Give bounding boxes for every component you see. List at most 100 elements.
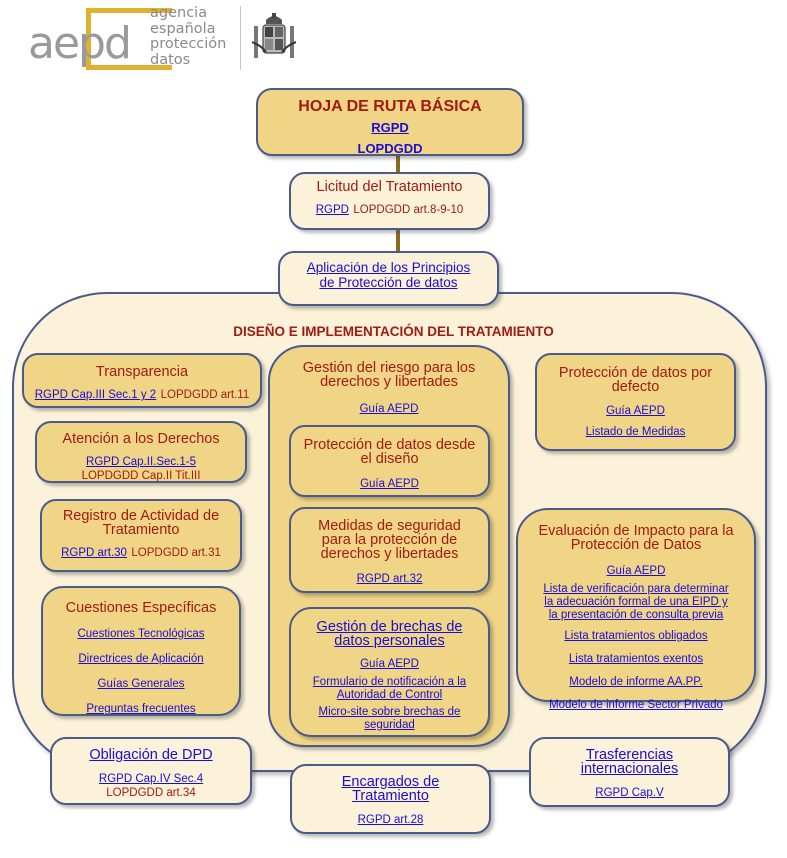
- licitud-rgpd-link[interactable]: RGPD: [315, 204, 349, 216]
- riesgo-title-line: derechos y libertades: [320, 374, 458, 390]
- brechas-title-link[interactable]: Gestión de brechas de datos personales: [291, 619, 488, 649]
- brechas-microsite-line[interactable]: Micro-site sobre brechas de: [318, 706, 461, 718]
- logo-line: protección: [150, 36, 227, 52]
- informe-aapp-link[interactable]: Modelo de informe AA.PP.: [569, 676, 703, 688]
- eipd-verificacion-line[interactable]: Lista de verificación para determinar: [543, 583, 729, 595]
- tratamientos-exentos-link[interactable]: Lista tratamientos exentos: [568, 653, 704, 665]
- diseno-title: Protección de datos desde el diseño: [291, 437, 488, 467]
- informe-privado-link[interactable]: Modelo de informe Sector Privado: [549, 699, 723, 711]
- logo-text: agencia española protección datos: [150, 5, 227, 68]
- eipd-guia-link[interactable]: Guía AEPD: [606, 565, 666, 577]
- medidas-title-line: para la protección de: [321, 532, 458, 548]
- transparencia-lopdgdd-text: LOPDGDD art.11: [160, 389, 250, 401]
- logo-letters: aepd: [28, 18, 132, 69]
- connector-line: [396, 228, 400, 252]
- derechos-box: Atención a los Derechos RGPD Cap.II.Sec.…: [35, 421, 247, 483]
- brechas-microsite-link[interactable]: Micro-site sobre brechas de seguridad: [291, 706, 488, 732]
- logo-bracket: [86, 8, 172, 70]
- spain-coat-of-arms-icon: [252, 13, 296, 58]
- medidas-title-line: Medidas de seguridad: [318, 518, 461, 534]
- registro-rgpd-link[interactable]: RGPD art.30: [61, 547, 127, 559]
- diseno-box: Protección de datos desde el diseño Guía…: [289, 425, 490, 497]
- licitud-title: Licitud del Tratamiento: [316, 179, 463, 195]
- registro-lopdgdd-text: LOPDGDD art.31: [131, 547, 221, 559]
- principios-box: Aplicación de los Principios de Protecci…: [278, 251, 499, 306]
- dpd-lopdgdd-text: LOPDGDD art.34: [106, 787, 196, 799]
- riesgo-guia-link[interactable]: Guía AEPD: [359, 403, 419, 415]
- licitud-box: Licitud del Tratamiento RGPD LOPDGDD art…: [289, 172, 490, 230]
- eipd-title-line: Evaluación de Impacto para la: [538, 523, 734, 539]
- roadmap-title: HOJA DE RUTA BÁSICA: [298, 98, 482, 115]
- dpd-rgpd-link[interactable]: RGPD Cap.IV Sec.4: [98, 773, 204, 785]
- principios-link[interactable]: Aplicación de los Principios de Protecci…: [280, 260, 497, 290]
- brechas-title-line[interactable]: Gestión de brechas de: [316, 619, 463, 635]
- registro-title: Registro de Actividad de Tratamiento: [42, 508, 240, 538]
- dpd-title-link[interactable]: Obligación de DPD: [89, 747, 213, 763]
- eipd-verificacion-link[interactable]: Lista de verificación para determinar la…: [518, 583, 754, 622]
- registro-box: Registro de Actividad de Tratamiento RGP…: [40, 499, 242, 572]
- transferencias-title-link[interactable]: Trasferencias internacionales: [531, 747, 728, 777]
- directrices-link[interactable]: Directrices de Aplicación: [78, 653, 204, 665]
- cuestiones-tecnologicas-link[interactable]: Cuestiones Tecnológicas: [77, 628, 205, 640]
- defecto-guia-link[interactable]: Guía AEPD: [606, 405, 665, 417]
- encargados-title-link[interactable]: Encargados de Tratamiento: [292, 774, 489, 804]
- transferencias-rgpd-link[interactable]: RGPD Cap.V: [595, 787, 664, 799]
- brechas-formulario-line[interactable]: Autoridad de Control: [336, 689, 443, 701]
- eipd-title: Evaluación de Impacto para la Protección…: [518, 523, 754, 553]
- diseno-title-line: el diseño: [360, 451, 419, 467]
- tratamientos-obligados-link[interactable]: Lista tratamientos obligados: [564, 630, 708, 642]
- defecto-title-line: Protección de datos por: [558, 365, 713, 381]
- brechas-guia-link[interactable]: Guía AEPD: [360, 658, 419, 670]
- brechas-box: Gestión de brechas de datos personales G…: [289, 607, 490, 737]
- logo-line: agencia: [150, 5, 208, 21]
- brechas-formulario-link[interactable]: Formulario de notificación a la Autorida…: [291, 676, 488, 702]
- preguntas-frecuentes-link[interactable]: Preguntas frecuentes: [86, 703, 196, 715]
- logo-divider: [240, 6, 241, 70]
- defecto-box: Protección de datos por defecto Guía AEP…: [535, 353, 736, 451]
- transferencias-title-line[interactable]: internacionales: [580, 761, 679, 777]
- principios-link-line[interactable]: de Protección de datos: [319, 274, 458, 290]
- guias-generales-link[interactable]: Guías Generales: [97, 678, 185, 690]
- defecto-title: Protección de datos por defecto: [537, 365, 734, 395]
- licitud-lopdgdd-text: LOPDGDD art.8-9-10: [353, 204, 464, 216]
- brechas-title-line[interactable]: datos personales: [334, 633, 445, 649]
- transferencias-box: Trasferencias internacionales RGPD Cap.V: [529, 737, 730, 807]
- transparencia-box: Transparencia RGPD Cap.III Sec.1 y 2 LOP…: [22, 353, 262, 408]
- cuestiones-title: Cuestiones Específicas: [65, 600, 217, 616]
- medidas-title-line: derechos y libertades: [320, 546, 459, 562]
- diseno-guia-link[interactable]: Guía AEPD: [360, 478, 419, 490]
- registro-title-line: Registro de Actividad de: [62, 508, 220, 524]
- cuestiones-box: Cuestiones Específicas Cuestiones Tecnol…: [41, 586, 241, 716]
- derechos-lopdgdd-text: LOPDGDD Cap.II Tit.III: [81, 470, 201, 482]
- principios-link-line[interactable]: Aplicación de los Principios: [306, 260, 471, 275]
- listado-medidas-link[interactable]: Listado de Medidas: [585, 426, 686, 438]
- brechas-formulario-line[interactable]: Formulario de notificación a la: [312, 676, 467, 688]
- transparencia-rgpd-link[interactable]: RGPD Cap.III Sec.1 y 2: [34, 389, 157, 401]
- derechos-title: Atención a los Derechos: [62, 431, 220, 447]
- transferencias-title-line[interactable]: Trasferencias: [585, 747, 674, 763]
- encargados-title-line[interactable]: Encargados de: [341, 774, 440, 790]
- encargados-title-line[interactable]: Tratamiento: [352, 788, 429, 804]
- eipd-verificacion-line[interactable]: la presentación de consulta previa: [548, 609, 724, 621]
- lopdgdd-link[interactable]: LOPDGDD: [357, 141, 423, 156]
- dpd-box: Obligación de DPD RGPD Cap.IV Sec.4 LOPD…: [50, 737, 252, 805]
- brechas-microsite-line[interactable]: seguridad: [364, 719, 415, 731]
- medidas-title: Medidas de seguridad para la protección …: [291, 518, 488, 562]
- connector-line: [396, 152, 400, 174]
- roadmap-header-box: HOJA DE RUTA BÁSICA RGPD LOPDGDD: [256, 88, 524, 156]
- eipd-verificacion-line[interactable]: la adecuación formal de una EIPD y: [544, 596, 728, 608]
- medidas-box: Medidas de seguridad para la protección …: [289, 507, 490, 593]
- riesgo-title: Gestión del riesgo para los derechos y l…: [270, 360, 508, 390]
- encargados-box: Encargados de Tratamiento RGPD art.28: [290, 764, 491, 834]
- diseno-title-line: Protección de datos desde: [303, 437, 476, 453]
- derechos-rgpd-link[interactable]: RGPD Cap.II.Sec.1-5: [86, 456, 196, 468]
- eipd-box: Evaluación de Impacto para la Protección…: [516, 508, 756, 711]
- section-title: DISEÑO E IMPLEMENTACIÓN DEL TRATAMIENTO: [233, 324, 554, 339]
- transparencia-title: Transparencia: [95, 364, 189, 380]
- rgpd-link[interactable]: RGPD: [371, 120, 409, 135]
- medidas-rgpd-link[interactable]: RGPD art.32: [356, 573, 423, 585]
- riesgo-title-line: Gestión del riesgo para los: [302, 360, 476, 376]
- encargados-rgpd-link[interactable]: RGPD art.28: [357, 814, 424, 826]
- defecto-title-line: defecto: [611, 379, 660, 395]
- registro-title-line: Tratamiento: [102, 522, 180, 538]
